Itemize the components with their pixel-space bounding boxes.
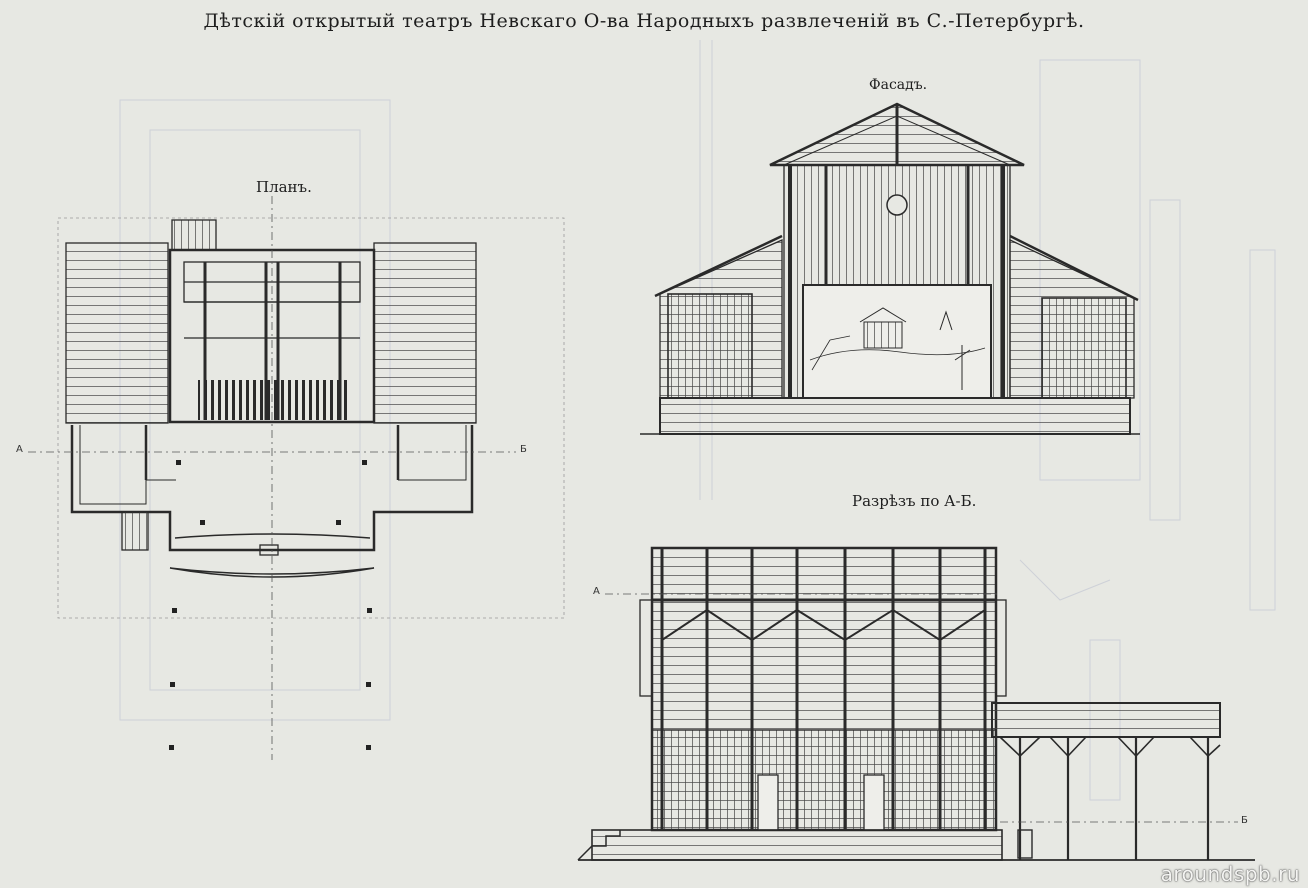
section-drawing xyxy=(577,546,1255,861)
watermark: aroundspb.ru xyxy=(1160,862,1300,886)
plan-section-marker-b: Б xyxy=(520,444,527,455)
drawing-title: Дѣтскій открытый театръ Невскаго О-ва На… xyxy=(203,10,1085,32)
section-marker-a: А xyxy=(593,586,600,597)
facade-label: Фасадъ. xyxy=(869,77,928,93)
section-label: Разрѣзъ по А-Б. xyxy=(852,492,977,510)
plan-drawing xyxy=(28,196,565,760)
section-marker-b: Б xyxy=(1241,815,1248,826)
plan-label: Планъ. xyxy=(256,178,312,196)
plan-section-marker-a: А xyxy=(16,444,23,455)
facade-drawing xyxy=(640,102,1140,435)
